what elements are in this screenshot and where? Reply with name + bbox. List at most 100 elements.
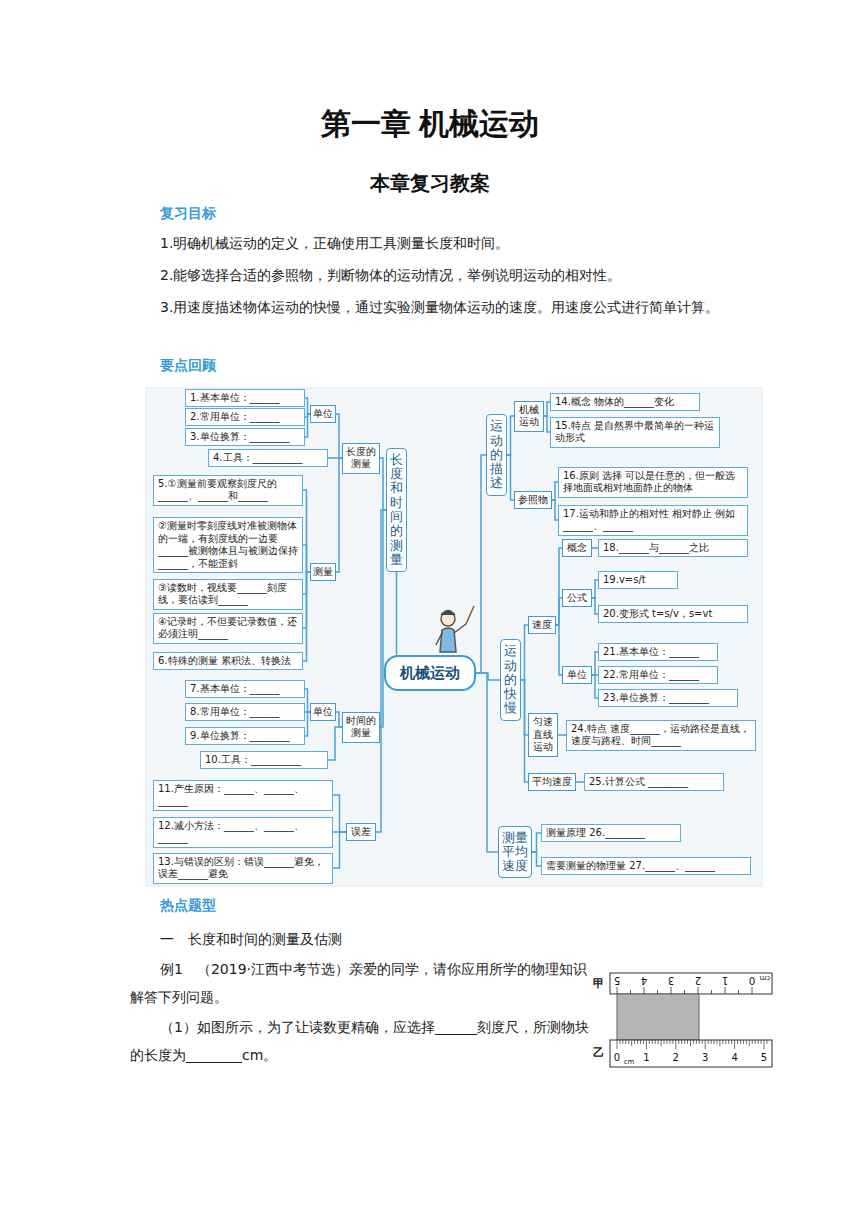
ruler-tick (669, 1040, 670, 1044)
ruler-tick (737, 1040, 738, 1044)
ruler-tick (725, 987, 726, 994)
node-text: 运动的描述 (490, 419, 503, 490)
node-text: 6.特殊的测量 累积法、转换法 (158, 655, 298, 668)
connector-line (476, 673, 500, 680)
ruler-tick (690, 1040, 691, 1046)
ruler-tick (761, 1040, 762, 1044)
point-box: 测量原理 26.________ (541, 824, 681, 843)
node-text: 21.基本单位：______ (603, 646, 713, 659)
branch-box: 长度和时间的测量 (386, 448, 407, 572)
node-text: 概念 (565, 542, 589, 555)
ruler-number: 3 (702, 1052, 708, 1063)
topic-box: 时间的测量 (342, 712, 380, 743)
connector-line (507, 416, 514, 455)
node-text: 14.概念 物体的______变化 (555, 396, 695, 409)
ruler-unit: cm (760, 974, 771, 982)
subtitle: 本章复习教案 (0, 170, 860, 197)
ruler-tick (702, 1040, 703, 1044)
node-text: 运动的快慢 (504, 644, 517, 715)
section-heading: 要点回顾 (160, 357, 216, 375)
point-box: 22.常用单位：______ (598, 666, 718, 685)
point-box: 23.单位换算：________ (598, 689, 738, 708)
ruler-tick (622, 1040, 623, 1044)
ruler-tick (705, 1040, 706, 1049)
node-text: 10.工具：__________ (205, 754, 323, 767)
ruler-tick (698, 987, 699, 994)
node-text: 需要测量的物理量 27.______、______ (546, 860, 746, 873)
point-box: 14.概念 物体的______变化 (550, 393, 700, 412)
point-box: 21.基本单位：______ (598, 643, 718, 662)
question-text: （1）如图所示，为了让读数更精确，应选择______刻度尺，所测物块的长度为__… (130, 1013, 598, 1069)
topic-box: 单位 (310, 703, 336, 722)
ruler-tick (637, 1040, 638, 1044)
page-title: 第一章 机械运动 (0, 104, 860, 145)
node-text: 单位 (565, 669, 589, 682)
ruler-tick (625, 1040, 626, 1044)
section-heading: 复习目标 (160, 205, 216, 223)
node-text: 测量 (313, 566, 333, 579)
point-box: 11.产生原因：______、______、______ (153, 780, 333, 811)
ruler-tick (646, 1040, 647, 1049)
connector-line (333, 832, 346, 868)
ruler-tick (716, 1040, 717, 1044)
point-box: ④记录时，不但要记录数值，还必须注明______ (153, 613, 303, 644)
node-text: 20.变形式 t=s/v，s=vt (603, 608, 743, 621)
measured-block (617, 994, 699, 1040)
node-text: 机械运动 (392, 664, 468, 683)
ruler-number: 2 (673, 1052, 679, 1063)
topic-box: 长度的测量 (342, 443, 380, 474)
ruler-tick (731, 1040, 732, 1044)
point-box: 19.v=s/t (598, 571, 678, 590)
connector-line (336, 458, 342, 572)
ruler-tick (734, 1040, 735, 1049)
node-text: 25.计算公式 ________ (589, 776, 719, 789)
connector-line (328, 727, 342, 760)
ruler-tick (655, 1040, 656, 1044)
node-text: 平均速度 (531, 776, 573, 789)
point-box: 5.①测量前要观察刻度尺的______、______和______ (153, 475, 303, 506)
ruler-unit: cm (624, 1058, 635, 1066)
teacher-arm (454, 624, 466, 633)
ruler-tick (630, 990, 631, 994)
node-text: 参照物 (517, 494, 549, 507)
node-text: 4.工具：__________ (213, 452, 323, 465)
connector-line (558, 734, 566, 736)
connector-line (396, 572, 398, 654)
branch-box: 测量平均速度 (498, 826, 532, 879)
ruler-tick (619, 1040, 620, 1044)
ruler-number: 4 (641, 975, 647, 986)
ruler-figure (610, 973, 772, 1067)
connector-line (532, 852, 541, 866)
ruler-tick (728, 1040, 729, 1044)
node-text: 8.常用单位：______ (190, 706, 300, 719)
point-box: 6.特殊的测量 累积法、转换法 (153, 652, 303, 671)
point-box: 20.变形式 t=s/v，s=vt (598, 605, 748, 624)
ruler-tick (746, 1040, 747, 1044)
ruler-number: 5 (614, 975, 620, 986)
node-text: 22.常用单位：______ (603, 669, 713, 682)
point-box: 13.与错误的区别：错误______避免，误差______避免 (153, 853, 333, 884)
node-text: 18.______与______之比 (603, 542, 743, 555)
ruler-tick (684, 990, 685, 994)
point-box: 18.______与______之比 (598, 539, 748, 558)
ruler-name: 甲 (593, 976, 604, 991)
ruler-tick (671, 987, 672, 994)
node-text: 19.v=s/t (603, 574, 673, 587)
ruler-tick (649, 1040, 650, 1044)
node-text: 24.特点 速度______，运动路径是直线，速度与路程、时间______ (571, 723, 751, 748)
ruler-name: 乙 (593, 1045, 604, 1060)
connector-line (303, 545, 310, 572)
ruler-tick (696, 1040, 697, 1044)
node-text: 12.减小方法：______、______、______ (158, 820, 328, 845)
ruler-tick (687, 1040, 688, 1044)
node-text: 公式 (565, 592, 589, 605)
point-box: 15.特点 是自然界中最简单的一种运动形式 (550, 417, 720, 448)
teacher-figure (436, 606, 474, 652)
section-heading: 热点题型 (160, 897, 216, 915)
point-box: 24.特点 速度______，运动路径是直线，速度与路程、时间______ (566, 720, 756, 751)
connector-line (303, 572, 310, 661)
node-text: 3.单位换算：________ (190, 431, 300, 444)
node-text: 16.原则 选择 可以是任意的，但一般选择地面或相对地面静止的物体 (563, 470, 743, 495)
node-text: 匀速直线运动 (531, 716, 555, 754)
ruler-tick (628, 1040, 629, 1044)
